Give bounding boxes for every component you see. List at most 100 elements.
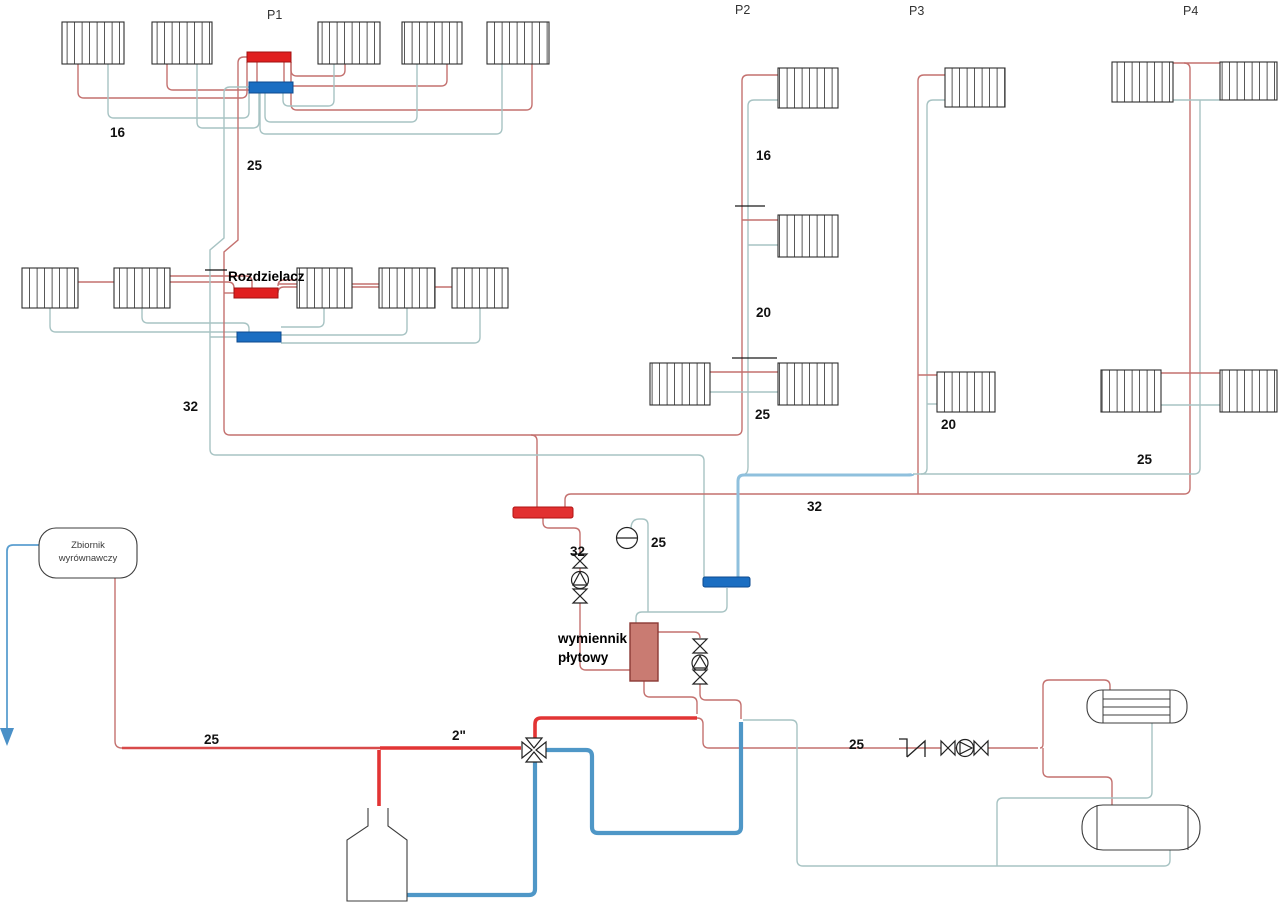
flow-arrow <box>0 728 14 746</box>
boiler-supply-thick <box>533 716 697 738</box>
left-supply-riser <box>223 56 247 436</box>
hx-return-line <box>635 588 728 623</box>
pipe-size-label: 2" <box>452 728 466 743</box>
row1-return-pipes <box>107 64 503 135</box>
tank2-return <box>743 719 1171 867</box>
expansion-tank-label-1: Zbiornik <box>71 540 105 551</box>
pipe-size-label: 25 <box>1137 452 1153 467</box>
hx-supply-column3 <box>579 603 630 671</box>
radiator <box>777 67 839 109</box>
heat-exchanger-tank1 <box>1086 689 1188 724</box>
radiator <box>451 267 509 309</box>
hx-pump-group-left <box>570 553 590 604</box>
radiator <box>649 362 711 406</box>
radiators-p4 <box>1100 61 1278 413</box>
pipe-size-label: 25 <box>247 158 263 173</box>
tank-supply-up <box>1039 679 1111 749</box>
pipe-size-label: 32 <box>570 544 585 559</box>
riser-p4 <box>1161 62 1220 475</box>
radiator <box>1219 369 1278 413</box>
radiator <box>1219 61 1278 101</box>
left-return-riser <box>209 86 249 456</box>
radiator <box>317 21 381 65</box>
riser-label-p4: P4 <box>1183 4 1198 18</box>
pipe-size-label: 32 <box>183 399 198 414</box>
hx-pump-group-right <box>691 638 709 685</box>
row1-supply-pipes <box>77 62 533 111</box>
boiler-mix-loop <box>545 722 744 836</box>
pipe-size-label: 20 <box>756 305 771 320</box>
pipe-size-label: 16 <box>110 125 126 140</box>
boiler-return <box>407 762 538 898</box>
expansion-tank-label-2: wyrównawczy <box>58 553 118 564</box>
radiators-p2 <box>649 67 839 406</box>
storage-tank <box>1081 804 1201 851</box>
radiators-row1 <box>61 21 550 65</box>
valve-icon <box>691 638 709 654</box>
radiator <box>936 371 996 413</box>
pipe-size-label: 16 <box>756 148 772 163</box>
radiator <box>1111 61 1174 103</box>
valve-icon <box>973 739 989 757</box>
manifold-label: Rozdzielacz <box>228 269 305 284</box>
hx-bottom-drop <box>643 681 698 714</box>
dhw-supply <box>696 717 1038 749</box>
radiator <box>113 267 171 309</box>
heat-exchanger-label-2: płytowy <box>558 650 609 665</box>
radiator <box>61 21 125 65</box>
manifold-supply-row2 <box>233 287 279 299</box>
radiator <box>944 67 1006 108</box>
manifold-supply-p1 <box>246 51 292 63</box>
valve-icon <box>571 588 589 604</box>
gauge-branch <box>630 518 649 612</box>
manifold-return-row2 <box>236 331 282 343</box>
collector-return <box>702 576 751 588</box>
radiator <box>21 267 79 309</box>
expansion-connection <box>114 578 123 749</box>
four-way-mixing-valve <box>521 737 547 763</box>
radiator <box>1100 369 1162 413</box>
pipe-size-label: 25 <box>204 732 220 747</box>
heat-exchanger-label-1: wymiennik <box>557 631 628 646</box>
valve-icon <box>571 553 589 569</box>
radiators-row2 <box>21 267 509 309</box>
radiator <box>296 267 353 309</box>
riser-label-p1: P1 <box>267 8 282 22</box>
riser-label-p2: P2 <box>735 3 750 17</box>
radiator <box>777 214 839 258</box>
row2-return-pipes <box>49 308 481 344</box>
riser-p2 <box>710 74 778 475</box>
radiator <box>486 21 550 65</box>
tank1-return <box>996 723 1153 866</box>
pressure-gauge <box>615 526 639 550</box>
radiator <box>378 267 436 309</box>
return-lightblue <box>736 473 915 577</box>
radiator <box>777 362 839 406</box>
pipe-size-label: 32 <box>807 499 822 514</box>
boiler <box>346 808 408 902</box>
pipe-size-label: 25 <box>849 737 865 752</box>
dhw-pump-group <box>899 738 989 758</box>
valve-icon <box>940 739 956 757</box>
radiators-p3 <box>936 67 1006 413</box>
pipe-size-label: 25 <box>651 535 667 550</box>
pipe-size-label: 20 <box>941 417 956 432</box>
tank-supply-down <box>1042 748 1113 805</box>
plate-heat-exchanger <box>629 622 659 682</box>
supply-main-p34-dn32 <box>564 62 1191 507</box>
expansion-tank <box>38 527 138 579</box>
radiator <box>151 21 213 65</box>
valve-icon <box>691 669 709 685</box>
pipe-size-label: 25 <box>755 407 771 422</box>
check-valve-icon <box>899 738 926 758</box>
manifold-return-p1 <box>248 81 294 94</box>
riser-label-p3: P3 <box>909 4 924 18</box>
collector-supply <box>512 506 574 519</box>
supply-main-drop <box>530 434 538 507</box>
radiator <box>401 21 463 65</box>
hx-primary-top <box>658 631 701 639</box>
hx-supply-column <box>542 518 581 554</box>
return-main <box>216 454 705 577</box>
